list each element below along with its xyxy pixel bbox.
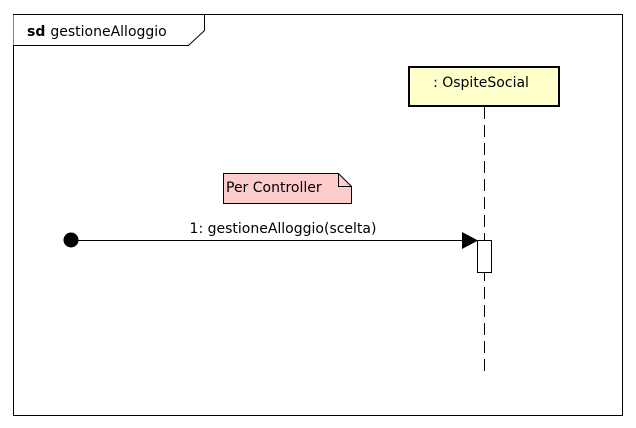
frame-name: gestioneAlloggio (50, 24, 166, 40)
activation-bar (477, 240, 492, 273)
lifeline-head (408, 66, 560, 107)
message-label: 1: gestioneAlloggio(scelta) (190, 221, 377, 237)
note-box (223, 173, 352, 204)
lifeline-label: : OspiteSocial (433, 75, 529, 91)
frame-tab (13, 14, 205, 46)
frame-label: sd gestioneAlloggio (27, 24, 167, 40)
note-fold (338, 173, 352, 187)
frame-keyword: sd (27, 24, 45, 40)
message-arrowhead (462, 232, 478, 249)
note-text: Per Controller (226, 180, 322, 196)
